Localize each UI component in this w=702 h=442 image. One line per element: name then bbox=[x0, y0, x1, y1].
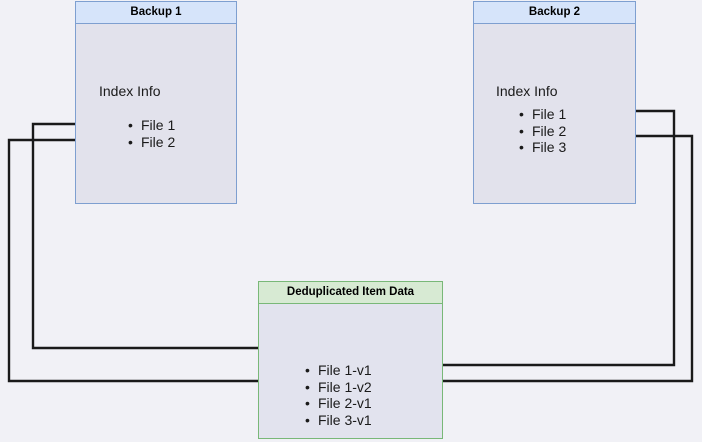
deduplicated-item-data-box: Deduplicated Item Data File 1-v1 File 1-… bbox=[258, 281, 443, 439]
backup-1-header: Backup 1 bbox=[76, 2, 236, 24]
list-item: File 2 bbox=[128, 134, 175, 151]
deduplicated-item-list: File 1-v1 File 1-v2 File 2-v1 File 3-v1 bbox=[305, 362, 372, 428]
backup-2-header: Backup 2 bbox=[474, 2, 635, 24]
list-item: File 3 bbox=[519, 139, 566, 156]
backup-2-body: Index Info File 1 File 2 File 3 bbox=[474, 24, 635, 203]
deduplicated-item-data-header: Deduplicated Item Data bbox=[259, 282, 442, 304]
deduplicated-item-data-body: File 1-v1 File 1-v2 File 2-v1 File 3-v1 bbox=[259, 304, 442, 438]
backup-2-file-list: File 1 File 2 File 3 bbox=[519, 106, 566, 156]
list-item: File 2 bbox=[519, 123, 566, 140]
backup-1-box: Backup 1 Index Info File 1 File 2 bbox=[75, 1, 237, 204]
list-item: File 3-v1 bbox=[305, 412, 372, 429]
list-item: File 2-v1 bbox=[305, 395, 372, 412]
list-item: File 1-v1 bbox=[305, 362, 372, 379]
backup-1-index-label: Index Info bbox=[99, 83, 161, 99]
backup-1-file-list: File 1 File 2 bbox=[128, 117, 175, 150]
backup-1-body: Index Info File 1 File 2 bbox=[76, 24, 236, 203]
list-item: File 1 bbox=[128, 117, 175, 134]
connector-backup1-file2-to-file2v1 bbox=[7, 138, 297, 385]
connector-backup2-file2-to-file2v1 bbox=[395, 134, 694, 385]
list-item: File 1-v2 bbox=[305, 379, 372, 396]
backup-2-index-label: Index Info bbox=[496, 83, 558, 99]
list-item: File 1 bbox=[519, 106, 566, 123]
backup-2-box: Backup 2 Index Info File 1 File 2 File 3 bbox=[473, 1, 636, 204]
